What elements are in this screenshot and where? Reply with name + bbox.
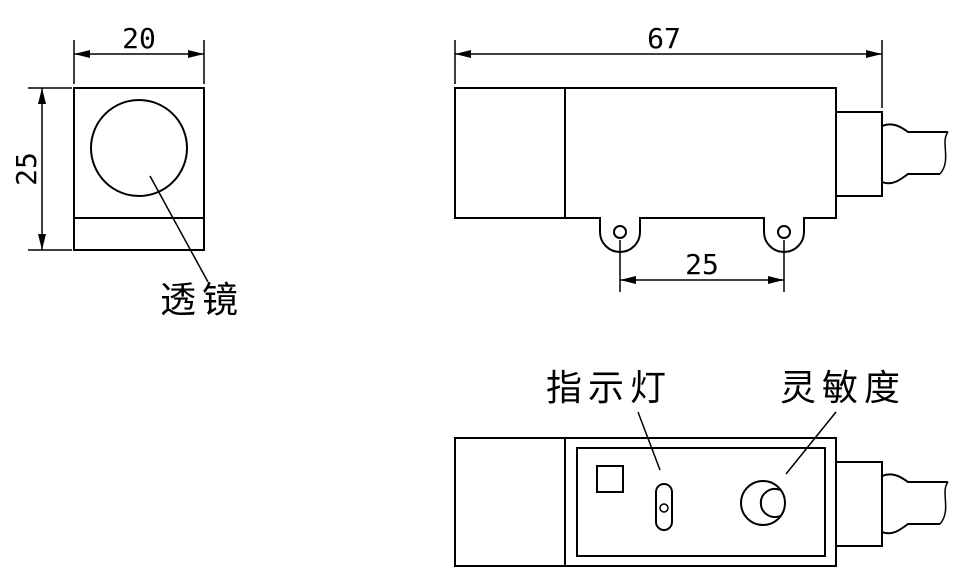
sensitivity-leader-line: [785, 411, 837, 475]
sensitivity-knob-outer: [740, 480, 786, 526]
side-view: 67 25: [454, 22, 949, 292]
front-height-value: 25: [10, 152, 43, 186]
side-length-arrow-right: [866, 50, 882, 58]
side-length-dimension: 67: [454, 22, 883, 108]
sensitivity-knob-inner: [759, 488, 781, 518]
side-length-value: 67: [647, 22, 681, 55]
front-height-arrow-top: [38, 88, 46, 104]
front-height-arrow-bottom: [38, 234, 46, 250]
side-cable: [881, 123, 948, 133]
panel-square: [596, 465, 624, 493]
side-cable-lower: [881, 173, 940, 185]
top-cable-lower: [881, 523, 940, 535]
mount-spacing-value: 25: [685, 248, 719, 281]
lens-leader-line: [149, 175, 209, 283]
front-width-arrow-left: [74, 50, 90, 58]
lens-label: 透镜: [160, 280, 244, 321]
mount-spacing-arrow-left: [620, 276, 636, 284]
mount-hole-left: [613, 225, 627, 239]
front-width-value: 20: [122, 22, 156, 55]
top-cable: [881, 473, 948, 483]
front-height-dimension: 25: [10, 87, 72, 251]
side-view-body: [454, 87, 837, 253]
top-view-panel: [576, 447, 826, 557]
side-cable-break: [939, 131, 949, 175]
sensitivity-label: 灵敏度: [780, 368, 906, 409]
side-length-arrow-left: [455, 50, 471, 58]
top-cable-break: [939, 481, 949, 525]
mount-hole-right: [777, 225, 791, 239]
top-view-body: [454, 437, 837, 567]
mount-spacing-arrow-right: [768, 276, 784, 284]
front-width-arrow-right: [188, 50, 204, 58]
lens-circle: [90, 99, 188, 197]
mount-spacing-dimension: 25: [619, 240, 785, 292]
front-view: 透镜 20 25: [10, 22, 244, 321]
side-cable-gland: [835, 111, 883, 197]
front-view-body: [73, 87, 205, 251]
indicator-light-dot: [659, 503, 669, 513]
top-cable-gland: [835, 461, 883, 547]
top-view: 指示灯 灵敏度: [454, 368, 949, 567]
indicator-light: [655, 483, 673, 531]
indicator-label: 指示灯: [546, 368, 672, 409]
indicator-leader-line: [637, 411, 661, 471]
front-width-dimension: 20: [73, 22, 205, 84]
